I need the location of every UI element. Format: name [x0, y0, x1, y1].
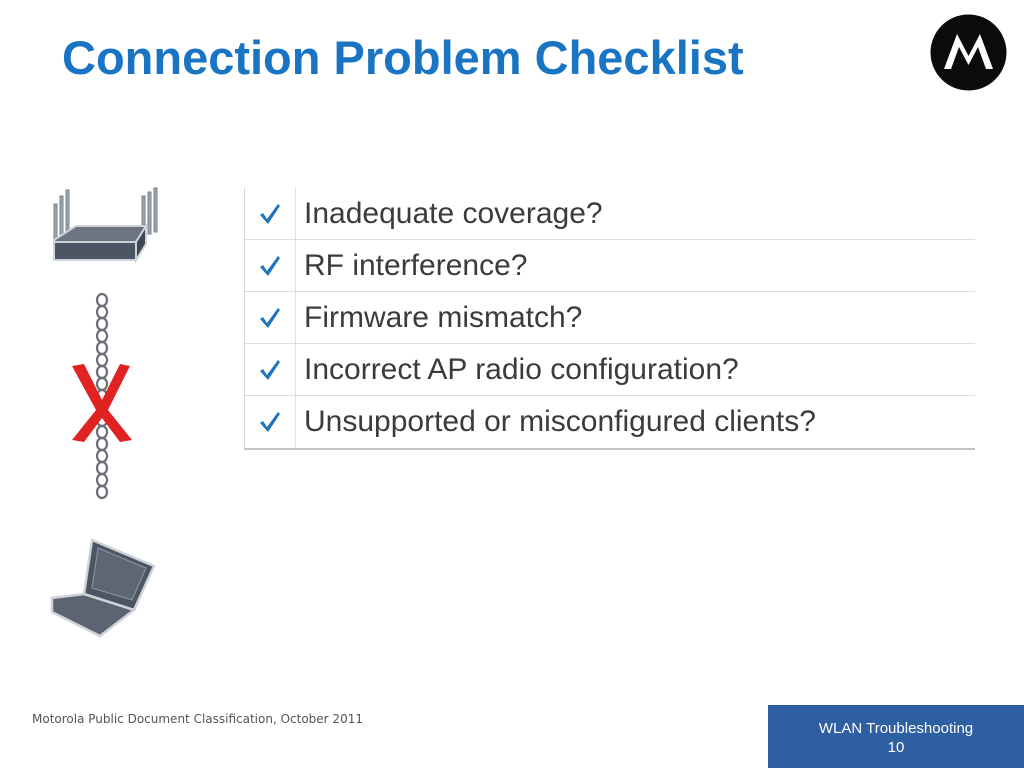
laptop-icon: [50, 538, 156, 638]
red-x-icon: [72, 364, 132, 442]
slide-title: Connection Problem Checklist: [62, 31, 744, 84]
connection-checklist: Inadequate coverage? RF interference? Fi…: [244, 188, 975, 450]
broken-chain-icon: [72, 292, 132, 500]
checklist-item-text: Incorrect AP radio configuration?: [304, 352, 739, 386]
checklist-item-text: RF interference?: [304, 248, 528, 282]
checklist-item: Incorrect AP radio configuration?: [245, 344, 975, 396]
checklist-item-text: Unsupported or misconfigured clients?: [304, 405, 816, 438]
motorola-logo-icon: [930, 14, 1007, 91]
checkmark-icon: [260, 412, 280, 432]
access-point-icon: [53, 187, 158, 264]
checkmark-icon: [260, 203, 280, 224]
checklist-item: RF interference?: [245, 240, 975, 292]
checklist-item: Firmware mismatch?: [245, 292, 975, 344]
footer-page-number: 10: [887, 739, 905, 756]
footer-course-box: WLAN Troubleshooting 10: [768, 705, 1024, 768]
checkmark-icon: [260, 359, 280, 380]
footer-course-title: WLAN Troubleshooting: [818, 720, 974, 737]
checklist-item: Inadequate coverage?: [245, 188, 975, 240]
checklist-item-text: Inadequate coverage?: [304, 196, 603, 230]
checkmark-icon: [260, 255, 280, 276]
checkmark-icon: [260, 307, 280, 328]
checklist-item: Unsupported or misconfigured clients?: [245, 396, 975, 448]
footer-classification: Motorola Public Document Classification,…: [32, 712, 363, 726]
checklist-item-text: Firmware mismatch?: [304, 300, 583, 334]
